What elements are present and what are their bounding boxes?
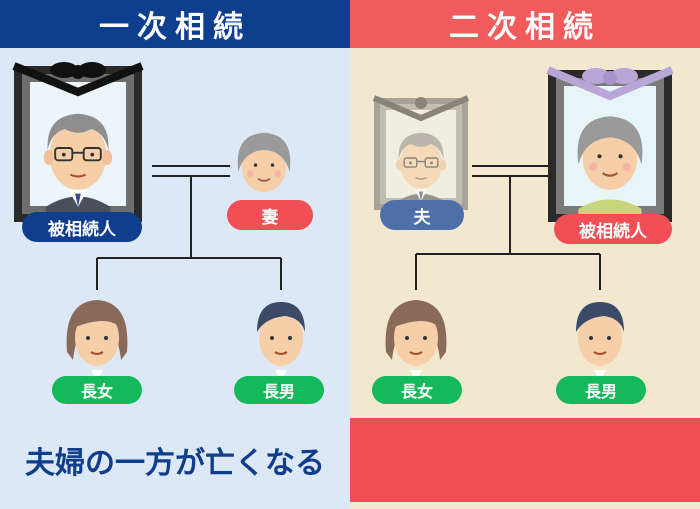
husband-label: 夫	[380, 200, 464, 230]
son-label: 長男	[234, 376, 324, 404]
secondary-tree-lines	[415, 165, 601, 290]
secondary-deceased-label: 被相続人	[554, 214, 672, 244]
son-label-secondary: 長男	[556, 376, 646, 404]
grandmother-memorial-portrait-frame	[546, 66, 674, 222]
secondary-caption-line2: もう一方も亡くなる	[390, 463, 660, 498]
secondary-caption-line1: その後、夫婦の	[420, 421, 630, 456]
daughter-label-secondary: 長女	[372, 376, 462, 404]
primary-tree-lines	[96, 165, 282, 290]
primary-inheritance-title: 一次相続	[0, 0, 350, 48]
secondary-caption: その後、夫婦の もう一方も亡くなる	[350, 418, 700, 502]
primary-caption: 夫婦の一方が亡くなる	[25, 446, 325, 481]
faded-memorial-portrait-frame	[372, 95, 470, 210]
daughter-label: 長女	[52, 376, 142, 404]
spouse-label: 妻	[227, 200, 313, 230]
memorial-portrait-frame	[12, 62, 144, 222]
primary-deceased-label: 被相続人	[22, 212, 142, 242]
secondary-inheritance-title: 二次相続	[350, 0, 700, 48]
